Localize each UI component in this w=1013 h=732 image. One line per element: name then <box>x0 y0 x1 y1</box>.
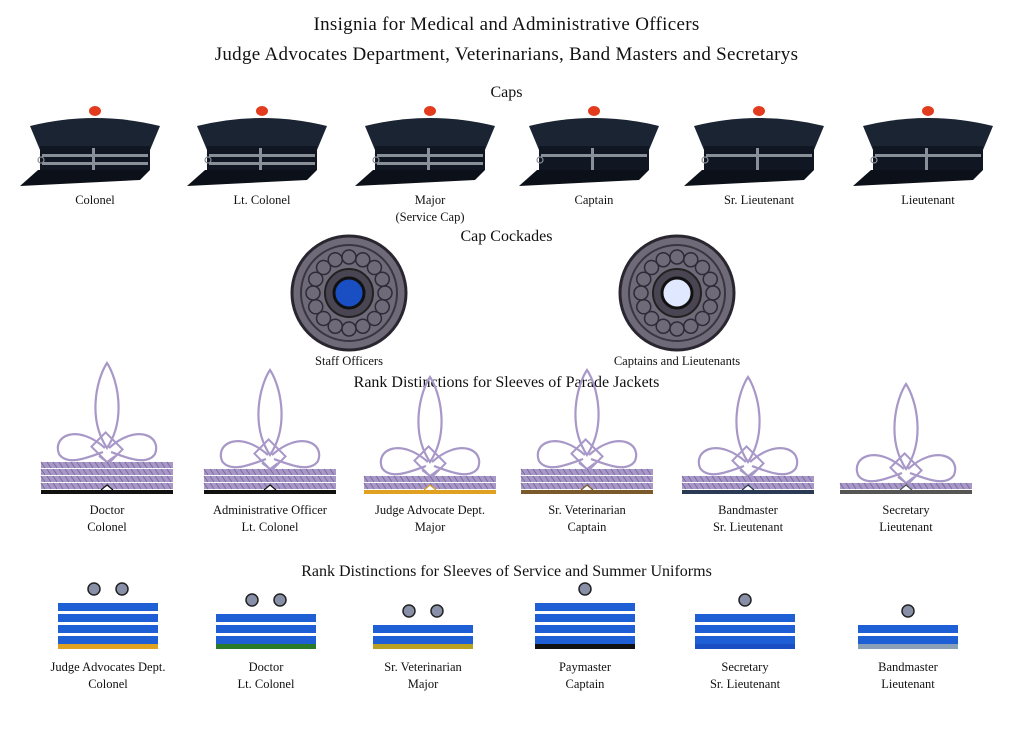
parade-rank-label: Captain <box>567 520 607 534</box>
service-role-label: Bandmaster <box>878 660 938 674</box>
title-line-1: Insignia for Medical and Administrative … <box>313 14 700 35</box>
braid-knot-icon <box>203 368 336 494</box>
braid-knot-icon <box>520 368 653 494</box>
cap-rank-label: Captain <box>574 193 614 207</box>
cap-icon <box>187 106 327 186</box>
parade-role-label: Bandmaster <box>718 503 778 517</box>
cap-icon <box>20 106 160 186</box>
cap-item: Lt. Colonel <box>187 104 337 209</box>
service-role-label: Doctor <box>248 660 284 674</box>
cap-icon <box>853 106 993 186</box>
service-rank-label: Colonel <box>88 677 128 691</box>
service-insignia-item: Judge Advocates Dept. Colonel <box>28 577 188 693</box>
cap-rank-label: Colonel <box>75 193 115 207</box>
cap-rank-sublabel: (Service Cap) <box>395 210 465 224</box>
parade-rank-label: Lt. Colonel <box>241 520 299 534</box>
cockade-label: Captains and Lieutenants <box>613 354 741 368</box>
service-rank-label: Sr. Lieutenant <box>709 677 781 691</box>
parade-role-label: Doctor <box>89 503 125 517</box>
cockades-heading: Cap Cockades <box>460 228 553 245</box>
parade-heading: Rank Distinctions for Sleeves of Parade … <box>353 374 660 391</box>
parade-rank-label: Major <box>414 520 446 534</box>
parade-role-label: Administrative Officer <box>213 503 327 517</box>
parade-role-label: Sr. Veterinarian <box>548 503 626 517</box>
parade-rank-label: Lieutenant <box>879 520 933 534</box>
cap-icon <box>519 106 659 186</box>
sleeve-stripes-icon <box>535 582 635 649</box>
service-rank-label: Lt. Colonel <box>237 677 295 691</box>
parade-insignia-item: Judge Advocate Dept. Major <box>350 375 510 536</box>
service-role-label: Sr. Veterinarian <box>384 660 462 674</box>
cockade-icon <box>618 234 736 352</box>
cap-rank-label: Major <box>414 193 446 207</box>
sleeve-stripes-icon <box>858 604 958 649</box>
service-rank-label: Major <box>407 677 439 691</box>
cap-rank-label: Lieutenant <box>901 193 955 207</box>
parade-role-label: Secretary <box>882 503 930 517</box>
cockade-icon <box>290 234 408 352</box>
service-rank-label: Captain <box>565 677 605 691</box>
parade-rank-label: Sr. Lieutenant <box>712 520 784 534</box>
cap-icon <box>355 106 495 186</box>
braid-knot-icon <box>681 375 814 494</box>
service-role-label: Secretary <box>721 660 769 674</box>
sleeve-stripes-icon <box>58 582 158 649</box>
sleeve-stripes-icon <box>216 593 316 649</box>
cap-rank-label: Sr. Lieutenant <box>723 193 795 207</box>
caps-heading: Caps <box>490 84 523 101</box>
cockade-item: Captains and Lieutenants <box>597 234 757 370</box>
cap-item: Sr. Lieutenant <box>684 104 834 209</box>
cockade-item: Staff Officers <box>269 234 429 370</box>
cap-item: Colonel <box>20 104 170 209</box>
cockade-label: Staff Officers <box>315 354 383 368</box>
sleeve-stripes-icon <box>695 593 795 649</box>
service-rank-label: Lieutenant <box>881 677 935 691</box>
cap-item: Major (Service Cap) <box>355 104 505 226</box>
cap-item: Lieutenant <box>853 104 1003 209</box>
braid-knot-icon <box>363 375 496 494</box>
service-role-label: Judge Advocates Dept. <box>50 660 166 674</box>
title-line-2: Judge Advocates Department, Veterinarian… <box>214 44 799 65</box>
braid-knot-icon <box>40 361 173 494</box>
sleeve-stripes-icon <box>373 604 473 649</box>
service-role-label: Paymaster <box>558 660 612 674</box>
cap-icon <box>684 106 824 186</box>
parade-role-label: Judge Advocate Dept. <box>374 503 486 517</box>
braid-knot-icon <box>839 382 972 494</box>
cap-rank-label: Lt. Colonel <box>233 193 291 207</box>
cap-item: Captain <box>519 104 669 209</box>
parade-rank-label: Colonel <box>87 520 127 534</box>
service-heading: Rank Distinctions for Sleeves of Service… <box>301 563 712 580</box>
